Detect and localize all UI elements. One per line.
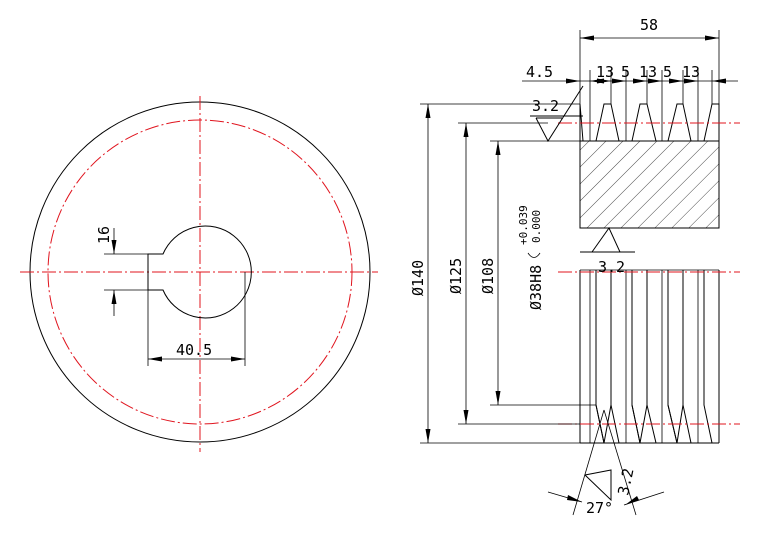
diameter-dimensions: Ø140 Ø125 Ø108 Ø38H8 +0.039 0.000 (409, 103, 596, 444)
groove-angle-label: 27° (586, 499, 613, 517)
roughness-top-label: 3.2 (532, 97, 559, 115)
outer-diameter-label: Ø140 (409, 260, 427, 296)
groove-pitch-label-1: 13 (596, 63, 614, 81)
overall-width-label: 58 (640, 16, 658, 34)
bore-diameter-label: Ø38H8 (527, 265, 545, 310)
keyway-depth-label: 40.5 (176, 341, 212, 359)
front-view: 16 40.5 (20, 96, 378, 452)
groove-pitch-label-3: 13 (682, 63, 700, 81)
lower-groove-view (579, 269, 720, 444)
groove-angle-annotation: 27° (547, 409, 665, 517)
groove-pitch-label-2: 13 (639, 63, 657, 81)
groove-spacing-dimensions: 4.5 13 5 13 5 13 (522, 63, 738, 104)
groove-gap-label-2: 5 (663, 63, 672, 81)
roughness-symbol-top: 3.2 (530, 85, 584, 142)
bore-tolerance-upper: +0.039 (517, 205, 530, 245)
keyway-width-label: 16 (95, 226, 113, 244)
overall-width-dimension: 58 (579, 16, 720, 104)
bore-keyway-outline (147, 225, 252, 319)
bore-tolerance-lower: 0.000 (530, 210, 543, 243)
roughness-bore-label: 3.2 (598, 258, 625, 276)
groove-edge-label: 4.5 (526, 63, 553, 81)
root-diameter-label: Ø108 (479, 258, 497, 294)
roughness-groove-label: 3.2 (614, 467, 637, 497)
groove-gap-label-1: 5 (621, 63, 630, 81)
upper-groove-inner-lines (589, 104, 699, 141)
pitch-diameter-label: Ø125 (447, 258, 465, 294)
side-view: 58 4.5 13 5 13 5 13 (409, 16, 740, 517)
roughness-symbol-bore: 3.2 (580, 227, 635, 276)
hatched-section (579, 140, 720, 229)
roughness-symbol-groove: 3.2 (584, 467, 638, 502)
keyway-dimension: 16 (95, 226, 148, 316)
keyway-depth-dimension: 40.5 (147, 272, 246, 366)
